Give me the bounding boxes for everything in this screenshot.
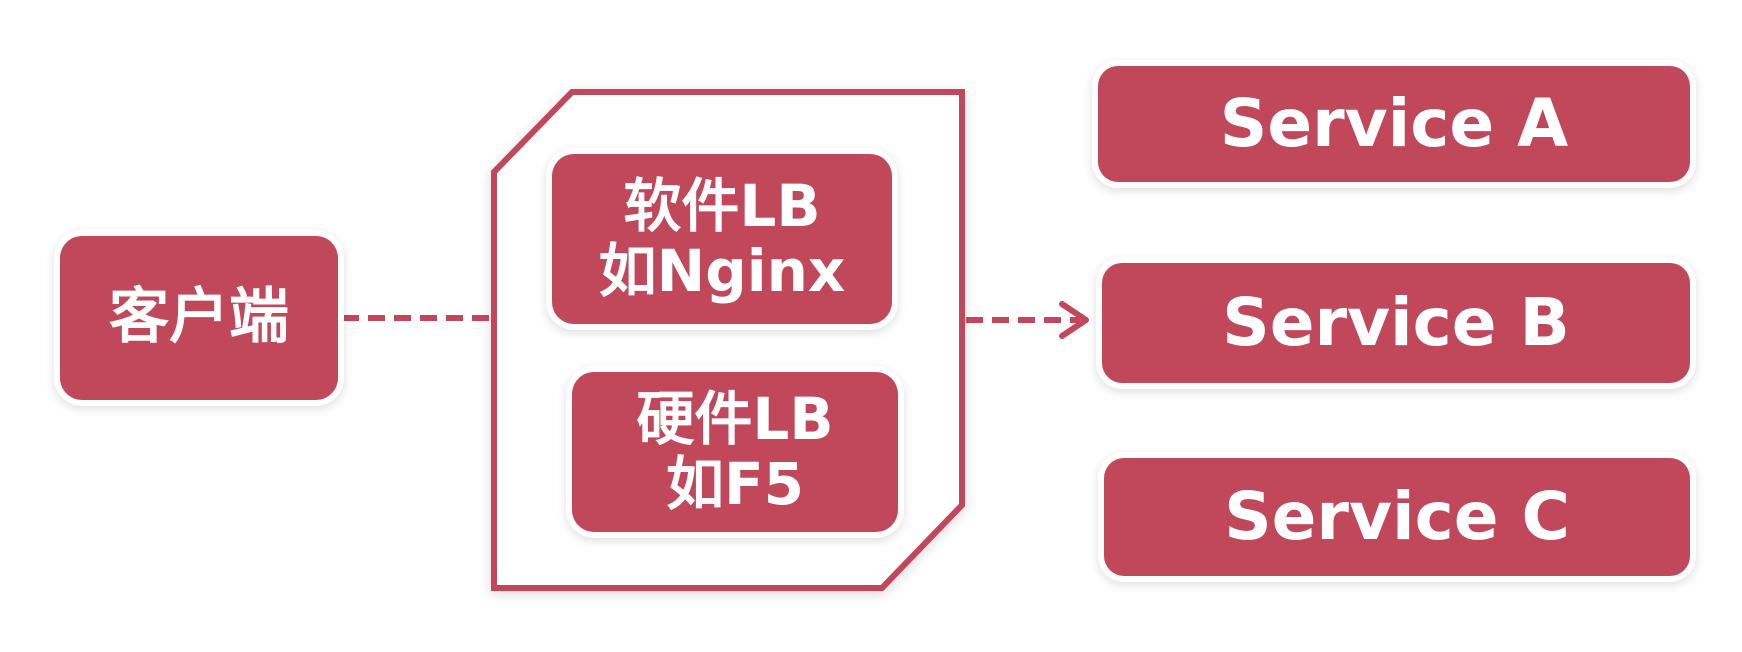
software-lb-node: 软件LB 如Nginx — [552, 154, 892, 324]
service-b-node: Service B — [1102, 263, 1690, 383]
arrow-head-icon — [1059, 301, 1089, 339]
hardware-lb-example: 如F5 — [666, 450, 804, 518]
software-lb-example: 如Nginx — [598, 237, 846, 305]
service-b-label: Service B — [1222, 284, 1570, 362]
service-a-node: Service A — [1098, 66, 1690, 182]
software-lb-title: 软件LB — [623, 172, 821, 241]
service-c-label: Service C — [1224, 478, 1570, 556]
service-a-label: Service A — [1219, 85, 1569, 163]
hardware-lb-node: 硬件LB 如F5 — [572, 372, 898, 532]
hardware-lb-title: 硬件LB — [636, 385, 834, 454]
service-c-node: Service C — [1104, 458, 1690, 576]
client-node: 客户端 — [60, 236, 338, 400]
client-label: 客户端 — [109, 282, 289, 353]
